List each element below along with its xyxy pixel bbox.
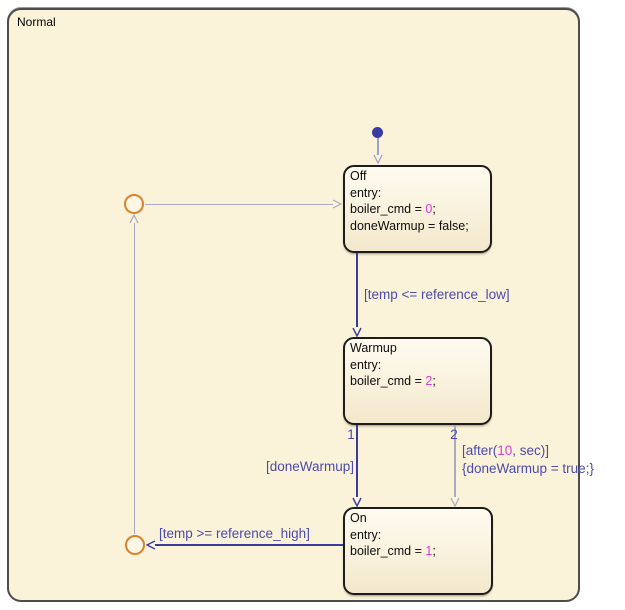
state-off-entry-label: entry: <box>350 185 382 200</box>
state-on-statement-1: boiler_cmd = 1; <box>350 544 436 558</box>
default-transition-line[interactable] <box>377 138 379 155</box>
state-off-statement-1: boiler_cmd = 0; <box>350 202 436 216</box>
state-normal-title: Normal <box>17 15 56 29</box>
state-on-name: On <box>350 511 367 525</box>
arrowhead-left-icon <box>146 540 156 550</box>
arrowhead-right-icon <box>332 199 342 209</box>
transition-line-junction-to-off[interactable] <box>145 203 333 205</box>
state-warmup-name: Warmup <box>350 341 397 355</box>
connective-junction-top[interactable] <box>124 194 144 214</box>
numeric-literal: 0 <box>425 202 433 216</box>
numeric-literal: 10 <box>497 443 513 458</box>
arrowhead-down-icon <box>450 497 460 507</box>
transition-line-warmup-to-on-1[interactable] <box>356 425 358 497</box>
transition-condition-after[interactable]: [after(10, sec)] <box>462 443 550 458</box>
transition-action-donewarmup-true[interactable]: {doneWarmup = true;} <box>462 461 594 476</box>
state-off[interactable]: Off entry: boiler_cmd = 0; doneWarmup = … <box>343 165 492 253</box>
arrowhead-down-icon <box>352 497 362 507</box>
state-off-statement-2: doneWarmup = false; <box>350 218 469 233</box>
transition-line-on-to-junction[interactable] <box>150 544 343 546</box>
numeric-literal: 2 <box>425 374 433 388</box>
arrowhead-down-icon <box>352 327 362 337</box>
arrowhead-down-icon <box>373 154 383 164</box>
state-warmup-statement-1: boiler_cmd = 2; <box>350 374 436 388</box>
state-on[interactable]: On entry: boiler_cmd = 1; <box>343 507 493 595</box>
state-off-name: Off <box>350 169 367 183</box>
state-warmup[interactable]: Warmup entry: boiler_cmd = 2; <box>343 337 492 425</box>
transition-label-on-to-junction[interactable]: [temp >= reference_high] <box>159 526 310 541</box>
transition-line-off-to-warmup[interactable] <box>356 253 358 327</box>
transition-line-junction-to-junction[interactable] <box>133 216 135 534</box>
connective-junction-bottom[interactable] <box>125 535 145 555</box>
transition-label-donewarmup[interactable]: [doneWarmup] <box>265 459 354 474</box>
state-warmup-entry-label: entry: <box>350 357 382 372</box>
transition-line-warmup-to-on-2[interactable] <box>454 425 456 497</box>
numeric-literal: 1 <box>425 544 433 558</box>
default-transition-dot-icon[interactable] <box>372 127 383 138</box>
arrowhead-up-icon <box>129 214 139 224</box>
transition-order-number-1[interactable]: 1 <box>347 427 355 442</box>
transition-order-number-2[interactable]: 2 <box>450 427 458 442</box>
transition-label-off-to-warmup[interactable]: [temp <= reference_low] <box>364 287 510 302</box>
state-normal[interactable]: Normal <box>7 8 580 602</box>
state-on-entry-label: entry: <box>350 527 382 542</box>
